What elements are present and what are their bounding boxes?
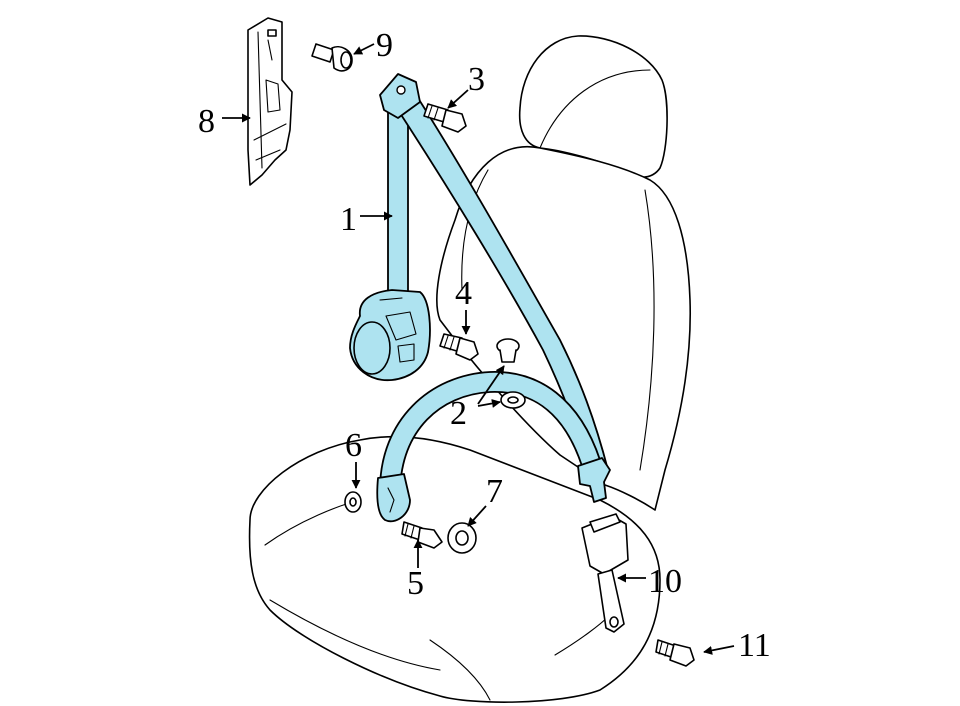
- callout-7: 7: [486, 473, 503, 510]
- leader-9: [353, 43, 375, 55]
- belt-retractor: [349, 289, 431, 381]
- belt-anchor-plate-left: [376, 473, 411, 523]
- leader-2b: [477, 399, 501, 408]
- callout-2: 2: [450, 395, 467, 432]
- bolt-9: [311, 43, 353, 72]
- leader-lines: [222, 43, 735, 655]
- callout-10: 10: [648, 563, 682, 600]
- callout-4: 4: [455, 275, 472, 312]
- callout-5: 5: [407, 565, 424, 602]
- belt-shoulder-vertical: [387, 103, 409, 301]
- washer-2: [500, 391, 526, 409]
- callout-1: 1: [340, 201, 357, 238]
- belt-tongue-plate: [577, 457, 611, 503]
- belt-d-ring: [379, 73, 421, 119]
- leader-7: [467, 505, 487, 527]
- buckle-10: [581, 513, 629, 633]
- washer-7: [447, 522, 477, 554]
- washer-6: [344, 491, 362, 513]
- callout-11: 11: [738, 627, 771, 664]
- callout-8: 8: [198, 103, 215, 140]
- leader-11: [703, 645, 735, 655]
- height-adjuster-bracket: [247, 17, 293, 186]
- leader-2a: [477, 365, 505, 405]
- seat-outline: [248, 35, 692, 703]
- bolt-4: [439, 333, 479, 361]
- bolt-11: [655, 639, 695, 667]
- callout-3: 3: [468, 61, 485, 98]
- seat-belt-webbing: [349, 73, 611, 523]
- bolt-5: [401, 521, 443, 549]
- bolt-3: [423, 103, 467, 133]
- guide-pin-2: [496, 338, 520, 363]
- callout-6: 6: [345, 427, 362, 464]
- callout-labels: 1 2 3 4 5 6 7 8 9 10 11: [198, 27, 771, 664]
- leader-3: [447, 89, 469, 109]
- callout-9: 9: [376, 27, 393, 64]
